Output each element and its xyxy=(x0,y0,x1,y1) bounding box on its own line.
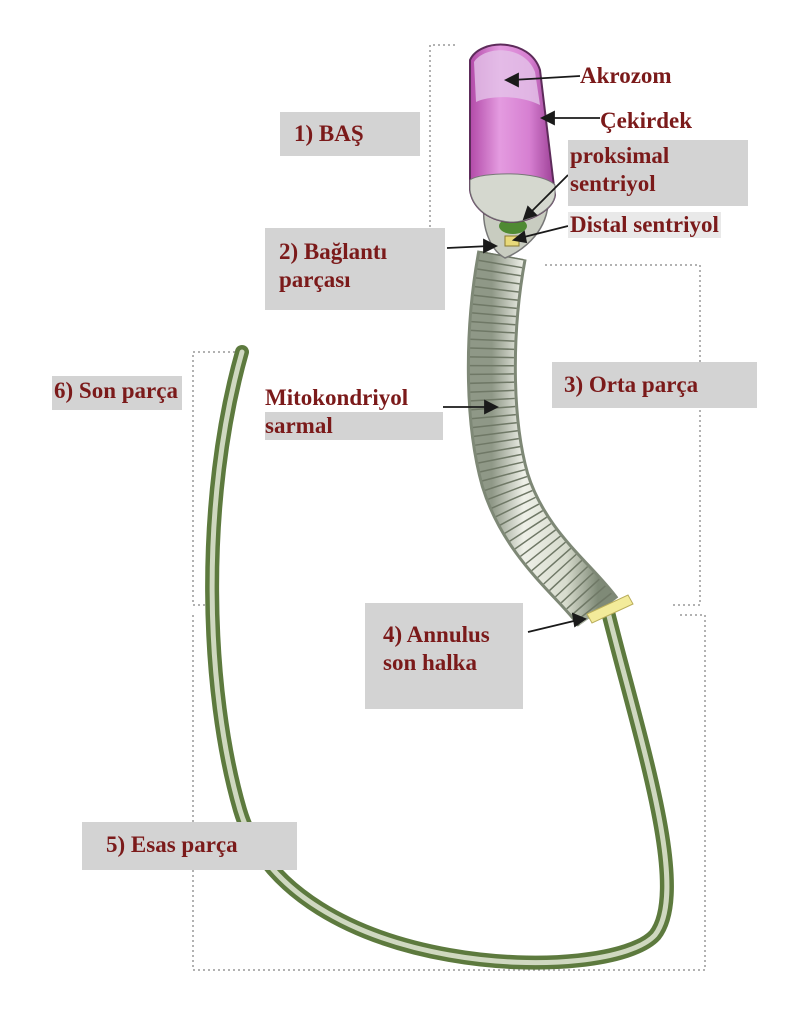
label-bas: 1) BAŞ xyxy=(280,112,420,156)
label-bas-text: 1) BAŞ xyxy=(294,120,406,148)
label-orta-text: 3) Orta parça xyxy=(564,371,745,399)
label-son-parca: 6) Son parça xyxy=(52,376,182,410)
label-annulus-line1: 4) Annulus xyxy=(383,621,505,649)
label-akrozom: Akrozom xyxy=(580,63,672,89)
label-baglanti-parcasi: 2) Bağlantı parçası xyxy=(265,228,445,310)
label-proksimal-sentriyol: proksimal sentriyol xyxy=(568,140,748,206)
label-esas-parca: 5) Esas parça xyxy=(82,822,297,870)
label-baglanti-line1: 2) Bağlantı xyxy=(279,238,431,266)
label-mito-line2: sarmal xyxy=(265,412,443,440)
label-cekirdek: Çekirdek xyxy=(600,108,692,134)
midpiece xyxy=(492,255,598,612)
label-distal-sentriyol: Distal sentriyol xyxy=(568,212,721,238)
head xyxy=(470,45,555,222)
label-mitokondriyol-sarmal: Mitokondriyol sarmal xyxy=(265,380,443,462)
label-mito-line1: Mitokondriyol xyxy=(265,384,443,412)
label-annulus-line2: son halka xyxy=(383,649,505,677)
label-proksimal-line1: proksimal xyxy=(570,142,746,170)
label-baglanti-line2: parçası xyxy=(279,266,431,294)
label-esas-text: 5) Esas parça xyxy=(106,831,273,859)
label-annulus-son-halka: 4) Annulus son halka xyxy=(365,603,523,709)
label-proksimal-line2: sentriyol xyxy=(570,170,746,198)
label-orta-parca: 3) Orta parça xyxy=(552,362,757,408)
